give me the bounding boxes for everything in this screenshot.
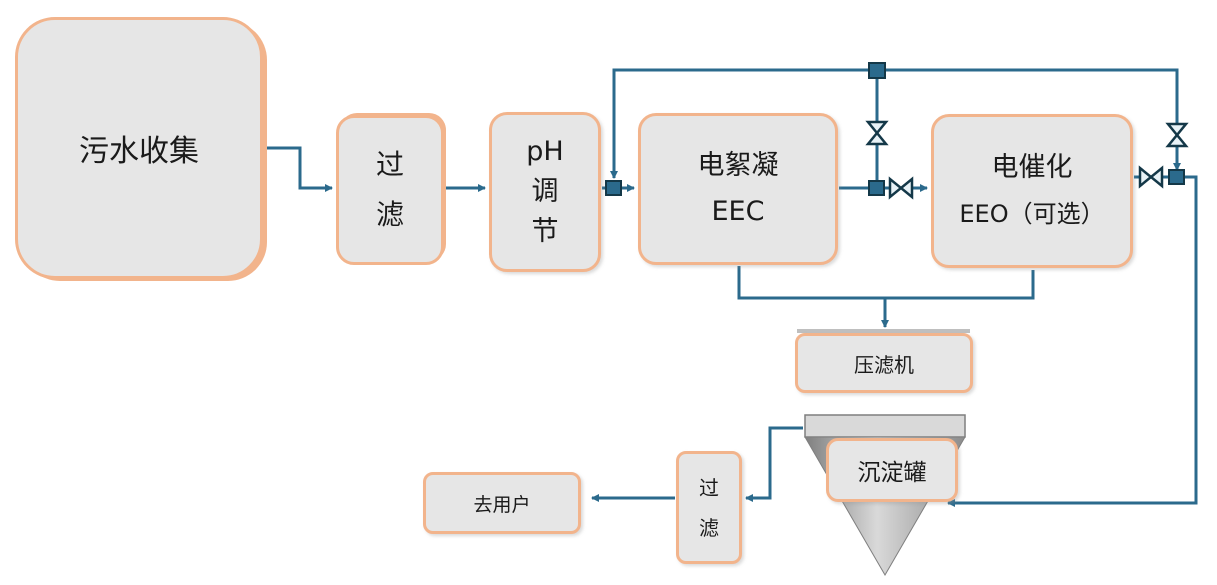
node-label-line: 滤 xyxy=(375,198,404,231)
node-label-line: 过 xyxy=(699,475,719,500)
filtration-node: 过 滤 xyxy=(336,115,444,265)
wastewater-collection-node: 污水收集 xyxy=(15,17,263,279)
electrocoagulation-node: 电絮凝 EEC xyxy=(638,113,838,265)
filter-press-node: 压滤机 xyxy=(795,333,973,393)
valve-icon xyxy=(865,120,889,146)
node-label-line: 电絮凝 xyxy=(697,150,779,181)
flow-collect-to-filter xyxy=(264,146,333,192)
settling-tank-node: 沉淀罐 xyxy=(826,438,958,502)
node-label-line: 节 xyxy=(531,216,559,247)
node-label-line: 过 xyxy=(375,148,404,181)
node-label: 压滤机 xyxy=(854,352,914,377)
junction-node-ph xyxy=(605,180,622,196)
recycle-return-line xyxy=(947,175,1198,507)
node-label: 沉淀罐 xyxy=(857,460,927,486)
node-label-line: 电催化 xyxy=(991,152,1073,183)
valve-icon xyxy=(1165,122,1189,148)
valve-icon xyxy=(888,176,914,200)
node-label-line: EEC xyxy=(711,196,765,227)
flow-tank-to-filter xyxy=(745,426,803,502)
to-user-node: 去用户 xyxy=(423,472,581,534)
final-filtration-node: 过 滤 xyxy=(676,451,742,564)
filter-press-ledge xyxy=(797,329,970,333)
junction-node-eeo xyxy=(1168,169,1185,185)
node-label-line: pH xyxy=(526,136,564,167)
node-label-line: 调 xyxy=(531,176,559,207)
ph-adjustment-node: pH 调 节 xyxy=(489,112,601,272)
valve-icon xyxy=(1138,165,1164,189)
sludge-to-press-line xyxy=(737,266,1035,300)
node-label: 去用户 xyxy=(473,493,531,516)
junction-node-eec xyxy=(868,180,885,196)
node-label-line: EEO（可选） xyxy=(959,200,1105,228)
node-label: 污水收集 xyxy=(79,134,199,169)
junction-node-top xyxy=(868,62,886,79)
electrocatalysis-node: 电催化 EEO（可选） xyxy=(931,114,1133,268)
node-label-line: 滤 xyxy=(699,515,719,540)
